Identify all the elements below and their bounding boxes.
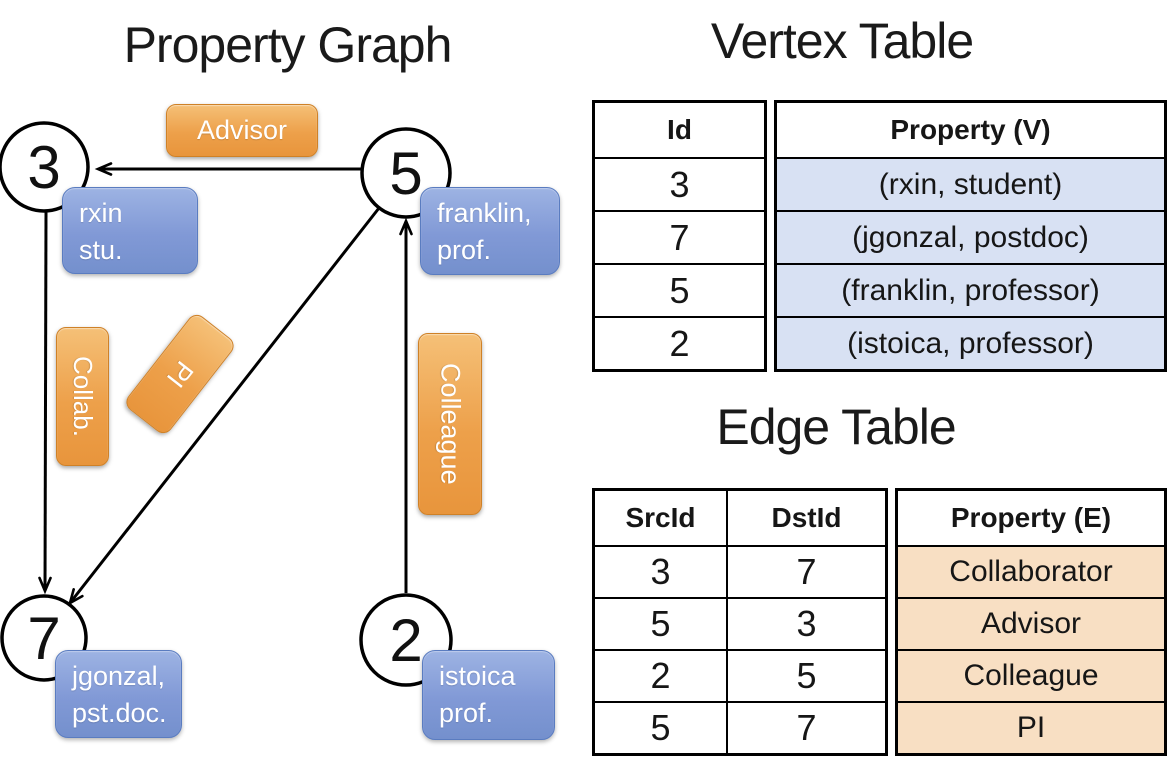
vertex-id-cell: 5 bbox=[592, 263, 767, 318]
vertex-property-cell: (istoica, professor) bbox=[774, 316, 1167, 372]
vertex-prop-line: prof. bbox=[437, 235, 492, 265]
vertex-prop-box-7: jgonzal, pst.doc. bbox=[55, 650, 182, 738]
edge-property-cell: PI bbox=[895, 701, 1167, 756]
vertex-prop-line: prof. bbox=[439, 698, 494, 728]
vertex-id-cell: 3 bbox=[592, 157, 767, 212]
edge-dst-cell: 3 bbox=[726, 597, 888, 651]
edge-src-cell: 5 bbox=[592, 701, 728, 756]
vertex-property-cell: (franklin, professor) bbox=[774, 263, 1167, 318]
edge-label-collab: Collab. bbox=[56, 327, 109, 466]
edge-property-cell: Colleague bbox=[895, 649, 1167, 703]
vertex-id-cell: 7 bbox=[592, 210, 767, 265]
table-row: 7 bbox=[592, 210, 767, 265]
vertex-prop-line: pst.doc. bbox=[72, 698, 167, 728]
edge-dst-cell: 7 bbox=[726, 701, 888, 756]
edge-table-title: Edge Table bbox=[716, 399, 956, 455]
vertex-prop-box-5: franklin, prof. bbox=[420, 187, 560, 275]
edge-label-advisor: Advisor bbox=[166, 104, 318, 157]
edge-label-colleague: Colleague bbox=[418, 333, 482, 515]
table-row: 5 bbox=[592, 263, 767, 318]
property-graph-title: Property Graph bbox=[123, 17, 453, 73]
table-row: 3 bbox=[592, 157, 767, 212]
vertex-property-cell: (jgonzal, postdoc) bbox=[774, 210, 1167, 265]
table-row: 2 5 bbox=[592, 649, 888, 703]
vertex-property-column: Property (V) (rxin, student) (jgonzal, p… bbox=[774, 100, 1167, 372]
table-row: Collaborator bbox=[895, 545, 1167, 599]
edge-src-cell: 5 bbox=[592, 597, 728, 651]
table-row: 5 3 bbox=[592, 597, 888, 651]
table-row: 2 bbox=[592, 316, 767, 372]
vertex-prop-line: rxin bbox=[79, 198, 123, 228]
table-row: Advisor bbox=[895, 597, 1167, 651]
vertex-prop-line: franklin, bbox=[437, 198, 532, 228]
vertex-table-title: Vertex Table bbox=[710, 13, 974, 69]
edge-table: SrcId DstId 3 7 5 3 2 5 5 7 Property (E)… bbox=[592, 488, 1167, 756]
edge-collab-3-to-7 bbox=[38, 211, 52, 595]
table-row: 5 7 bbox=[592, 701, 888, 756]
edge-dst-header: DstId bbox=[726, 488, 888, 547]
vertex-table: Id 3 7 5 2 Property (V) (rxin, student) … bbox=[592, 100, 1167, 372]
node-5-id: 5 bbox=[389, 139, 423, 207]
table-row: 3 7 bbox=[592, 545, 888, 599]
table-row: PI bbox=[895, 701, 1167, 756]
vertex-id-column: Id 3 7 5 2 bbox=[592, 100, 767, 372]
vertex-prop-line: jgonzal, bbox=[72, 661, 166, 691]
vertex-id-cell: 2 bbox=[592, 316, 767, 372]
edge-src-cell: 3 bbox=[592, 545, 728, 599]
edge-dst-cell: 5 bbox=[726, 649, 888, 703]
edge-src-header: SrcId bbox=[592, 488, 728, 547]
table-row: (franklin, professor) bbox=[774, 263, 1167, 318]
table-row: Colleague bbox=[895, 649, 1167, 703]
node-2-id: 2 bbox=[389, 606, 423, 674]
node-3-id: 3 bbox=[27, 133, 61, 201]
table-row: (jgonzal, postdoc) bbox=[774, 210, 1167, 265]
edge-property-cell: Advisor bbox=[895, 597, 1167, 651]
table-row: (istoica, professor) bbox=[774, 316, 1167, 372]
vertex-id-header: Id bbox=[592, 100, 767, 159]
edge-src-cell: 2 bbox=[592, 649, 728, 703]
table-row: (rxin, student) bbox=[774, 157, 1167, 212]
vertex-prop-box-3: rxin stu. bbox=[62, 187, 198, 274]
vertex-property-header: Property (V) bbox=[774, 100, 1167, 159]
edge-property-header: Property (E) bbox=[895, 488, 1167, 547]
edge-pi-5-to-7 bbox=[67, 207, 381, 606]
vertex-prop-line: stu. bbox=[79, 235, 123, 265]
edge-property-column: Property (E) Collaborator Advisor Collea… bbox=[895, 488, 1167, 756]
vertex-prop-box-2: istoica prof. bbox=[422, 650, 555, 740]
vertex-property-cell: (rxin, student) bbox=[774, 157, 1167, 212]
vertex-prop-line: istoica bbox=[439, 661, 516, 691]
edge-src-dst-columns: SrcId DstId 3 7 5 3 2 5 5 7 bbox=[592, 488, 888, 756]
edge-property-cell: Collaborator bbox=[895, 545, 1167, 599]
edge-dst-cell: 7 bbox=[726, 545, 888, 599]
